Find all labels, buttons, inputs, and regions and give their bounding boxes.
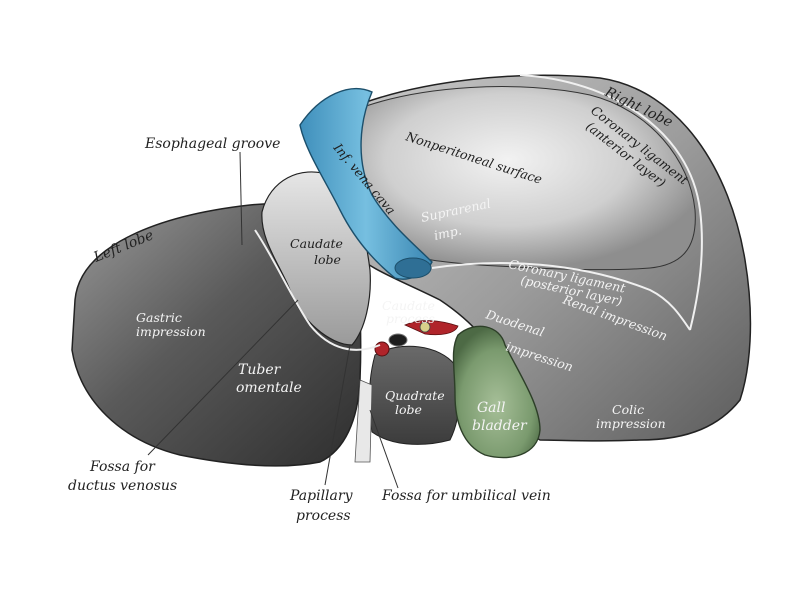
- portal-vessel: [404, 320, 459, 336]
- leader-papillary-process: [324, 344, 351, 486]
- label-suprarenal-imp-2: imp.: [433, 222, 463, 242]
- label-caudate-process-1: Caudate: [382, 298, 435, 313]
- label-papillary-process-2: process: [296, 508, 351, 524]
- bile-duct-section: [388, 333, 408, 347]
- label-fossa-umbilical-vein: Fossa for umbilical vein: [381, 488, 551, 504]
- label-gastric-impression-1: Gastric: [136, 310, 182, 325]
- label-tuber-omentale-2: omentale: [236, 380, 302, 396]
- label-fossa-ductus-venosus-2: ductus venosus: [68, 478, 177, 494]
- label-colic-impression-2: impression: [596, 416, 666, 431]
- label-quadrate-lobe-1: Quadrate: [385, 388, 445, 403]
- label-papillary-process-1: Papillary: [289, 488, 354, 504]
- label-quadrate-lobe-2: lobe: [395, 402, 422, 417]
- leader-lines: [147, 151, 399, 489]
- label-fossa-ductus-venosus-1: Fossa for: [89, 459, 156, 475]
- label-gall-bladder-1: Gall: [477, 400, 506, 416]
- label-esophageal-groove: Esophageal groove: [144, 136, 280, 152]
- inf-vena-cava-vessel: [299, 88, 433, 280]
- liver: [71, 74, 752, 467]
- hepatic-artery-section: [374, 341, 390, 357]
- coronary-ligament-anterior-line: [519, 74, 703, 331]
- leader-fossa-umbilical-vein: [369, 409, 399, 489]
- inf-vena-cava-opening: [394, 257, 432, 279]
- duct-section: [419, 321, 431, 333]
- coronary-ligament-posterior-line: [431, 262, 691, 331]
- label-caudate-lobe-2: lobe: [314, 252, 341, 267]
- label-caudate-lobe-1: Caudate: [290, 236, 343, 251]
- label-gall-bladder-2: bladder: [472, 418, 528, 434]
- label-gastric-impression-2: impression: [136, 324, 206, 339]
- label-colic-impression-1: Colic: [612, 402, 644, 417]
- leader-esophageal-groove: [239, 151, 243, 246]
- ductus-venosus-groove: [254, 229, 381, 351]
- gall-bladder-organ: [452, 325, 541, 459]
- label-caudate-process-2: process: [386, 311, 435, 326]
- leader-fossa-ductus-venosus: [147, 299, 299, 456]
- label-tuber-omentale-1: Tuber: [238, 362, 282, 378]
- umbilical-vein-remnant: [354, 379, 373, 463]
